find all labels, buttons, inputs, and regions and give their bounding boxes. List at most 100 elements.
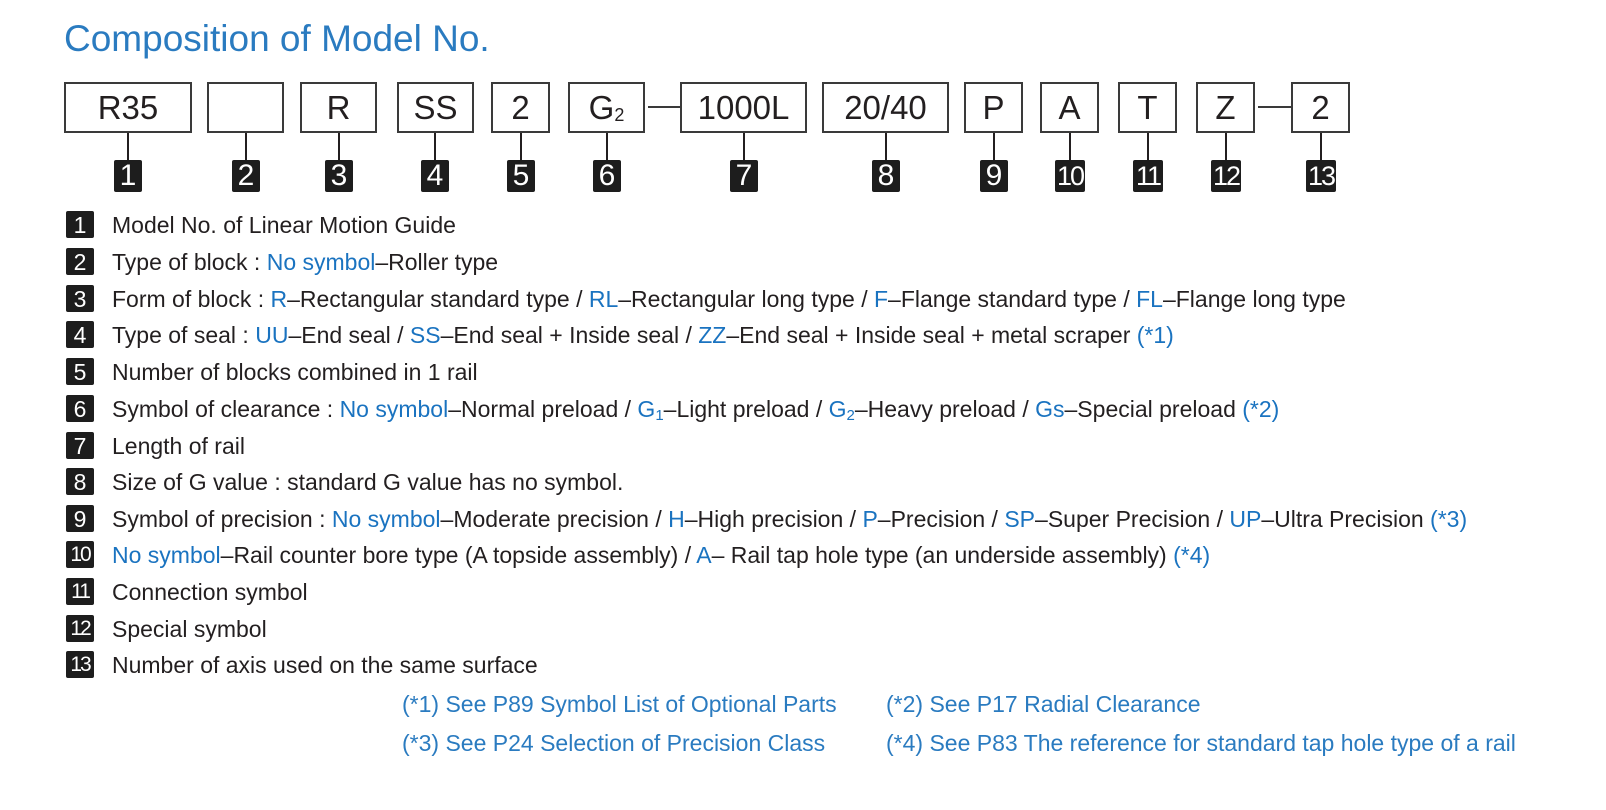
desc-badge: 6 bbox=[66, 395, 94, 423]
connector-stem bbox=[1320, 133, 1322, 163]
connector-stem bbox=[245, 133, 247, 163]
badge-13: 13 bbox=[1306, 160, 1336, 192]
connector-stem bbox=[434, 133, 436, 163]
desc-text: Size of G value : standard G value has n… bbox=[112, 469, 624, 495]
symbol-text: SS bbox=[409, 322, 441, 348]
connector-stem bbox=[606, 133, 608, 163]
footnote-ref[interactable]: (*1) bbox=[1136, 322, 1174, 348]
badge-3: 3 bbox=[325, 159, 353, 192]
desc-row-11: 11 Connection symbol bbox=[66, 578, 308, 607]
symbol-text: ZZ bbox=[698, 322, 727, 348]
footnote-4[interactable]: (*4) See P83 The reference for standard … bbox=[886, 730, 1516, 756]
code-box-13: 2 bbox=[1291, 82, 1350, 133]
desc-text: –Rectangular long type / bbox=[618, 286, 874, 312]
desc-text: –Precision / bbox=[877, 506, 1005, 532]
code-subscript: 2 bbox=[614, 104, 625, 125]
desc-text: –Heavy preload / bbox=[854, 396, 1036, 422]
footnote-1[interactable]: (*1) See P89 Symbol List of Optional Par… bbox=[402, 691, 837, 717]
desc-row-8: 8 Size of G value : standard G value has … bbox=[66, 468, 624, 497]
desc-badge: 3 bbox=[66, 285, 94, 313]
desc-text: –End seal / bbox=[288, 322, 410, 348]
desc-text: –Rail counter bore type (A topside assem… bbox=[220, 542, 697, 568]
connector-stem bbox=[1225, 133, 1227, 163]
symbol-text: RL bbox=[588, 286, 619, 312]
symbol-text: No symbol bbox=[331, 506, 441, 532]
badge-12: 12 bbox=[1211, 160, 1241, 192]
code-box-2 bbox=[207, 82, 284, 133]
desc-text: –High precision / bbox=[684, 506, 863, 532]
desc-row-10: 10 No symbol–Rail counter bore type (A to… bbox=[66, 541, 1211, 570]
symbol-text: G2 bbox=[828, 396, 855, 424]
code-letter: G bbox=[588, 88, 615, 126]
code-value: A bbox=[1058, 88, 1081, 126]
connector-stem bbox=[993, 133, 995, 163]
code-box-10: A bbox=[1040, 82, 1099, 133]
symbol-letter: G bbox=[637, 396, 656, 422]
desc-badge: 8 bbox=[66, 468, 94, 496]
badge-9: 9 bbox=[980, 159, 1008, 192]
connector-stem bbox=[743, 133, 745, 163]
desc-text: –End seal + Inside seal + metal scraper bbox=[726, 322, 1137, 348]
badge-6: 6 bbox=[593, 159, 621, 192]
footnote-2[interactable]: (*2) See P17 Radial Clearance bbox=[886, 691, 1201, 717]
code-value: 2 bbox=[511, 88, 530, 126]
symbol-text: Gs bbox=[1035, 396, 1065, 422]
footnote-ref[interactable]: (*3) bbox=[1430, 506, 1468, 532]
desc-badge: 1 bbox=[66, 211, 94, 239]
code-value: R bbox=[326, 88, 351, 126]
symbol-text: G1 bbox=[637, 396, 663, 424]
symbol-letter: G bbox=[828, 396, 847, 422]
desc-badge: 10 bbox=[66, 541, 94, 569]
badge-7: 7 bbox=[730, 159, 758, 192]
code-value: R35 bbox=[97, 88, 159, 126]
code-box-11: T bbox=[1118, 82, 1177, 133]
page-title: Composition of Model No. bbox=[64, 18, 490, 59]
code-value: P bbox=[982, 88, 1005, 126]
symbol-text: SP bbox=[1004, 506, 1036, 532]
code-box-8: 20/40 bbox=[822, 82, 949, 133]
desc-text: Number of blocks combined in 1 rail bbox=[112, 359, 478, 385]
code-box-3: R bbox=[300, 82, 377, 133]
symbol-text: No symbol bbox=[112, 542, 221, 568]
code-box-5: 2 bbox=[491, 82, 550, 133]
footnote-ref[interactable]: (*2) bbox=[1242, 396, 1280, 422]
footnote-ref[interactable]: (*4) bbox=[1173, 542, 1211, 568]
code-value: SS bbox=[413, 88, 458, 126]
symbol-text: A bbox=[696, 542, 712, 568]
desc-text: Connection symbol bbox=[112, 579, 308, 605]
desc-text: Number of axis used on the same surface bbox=[112, 652, 538, 678]
desc-badge: 9 bbox=[66, 505, 94, 533]
badge-10: 10 bbox=[1055, 160, 1085, 192]
badge-8: 8 bbox=[872, 159, 900, 192]
connector-stem bbox=[127, 133, 129, 163]
code-value: 20/40 bbox=[844, 88, 927, 126]
desc-badge: 11 bbox=[66, 578, 94, 606]
code-box-1: R35 bbox=[64, 82, 192, 133]
code-value: 1000L bbox=[697, 88, 790, 126]
symbol-text: H bbox=[668, 506, 685, 532]
badge-4: 4 bbox=[421, 159, 449, 192]
connector-stem bbox=[338, 133, 340, 163]
footnote-3[interactable]: (*3) See P24 Selection of Precision Clas… bbox=[402, 730, 826, 756]
code-value: T bbox=[1137, 88, 1158, 126]
desc-text: –Flange standard type / bbox=[888, 286, 1137, 312]
symbol-text: P bbox=[862, 506, 878, 532]
code-value: Z bbox=[1215, 88, 1236, 126]
desc-text: Symbol of clearance : bbox=[112, 396, 340, 422]
symbol-text: UP bbox=[1229, 506, 1262, 532]
code-box-6: G2 bbox=[568, 82, 645, 133]
connector-stem bbox=[520, 133, 522, 163]
desc-badge: 12 bbox=[66, 615, 94, 643]
badge-5: 5 bbox=[507, 159, 535, 192]
badge-1: 1 bbox=[114, 159, 142, 192]
desc-text: –End seal + Inside seal / bbox=[440, 322, 699, 348]
symbol-text: No symbol bbox=[266, 249, 376, 275]
symbol-subscript: 2 bbox=[846, 407, 855, 424]
